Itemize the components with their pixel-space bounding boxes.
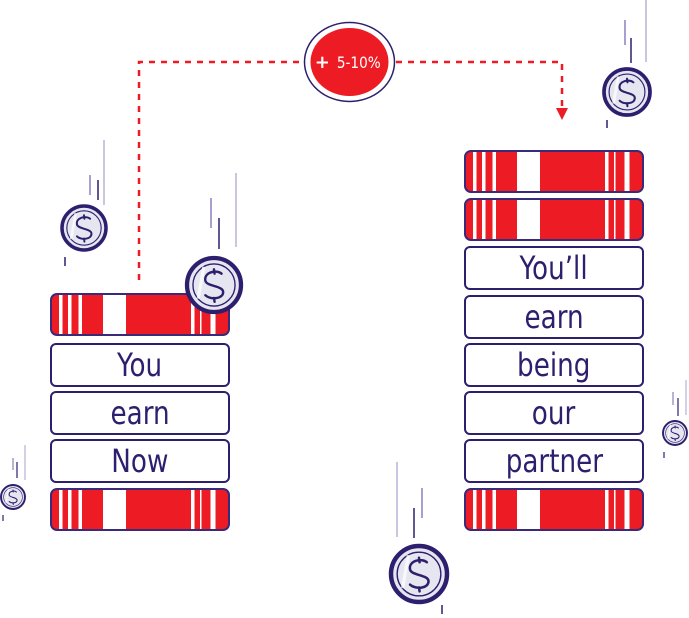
block-label: Now (111, 442, 169, 480)
stripe-block (464, 198, 644, 241)
stripe-block (50, 488, 230, 531)
block-label: You’ll (519, 249, 589, 287)
dollar-coin-icon (604, 69, 650, 115)
dashed-connector-line (137, 60, 306, 280)
dollar-coin-icon (391, 546, 447, 602)
arrow-down-icon (556, 108, 568, 120)
dashed-connector-line-right (396, 60, 564, 110)
block-label: earn (110, 394, 170, 432)
text-block: earn (464, 295, 644, 339)
dollar-coin-icon (1, 485, 25, 509)
text-block: Now (50, 439, 230, 483)
motion-lines (64, 140, 105, 266)
block-label: earn (524, 298, 584, 336)
text-block: You’ll (464, 246, 644, 290)
text-block: our (464, 391, 644, 435)
badge-circle (303, 21, 396, 103)
stripe-block (464, 488, 644, 531)
stripe-block (464, 150, 644, 193)
block-label: our (532, 394, 576, 432)
dollar-coin-icon (62, 206, 106, 250)
motion-lines (2, 445, 26, 521)
text-block: being (464, 343, 644, 387)
badge-value: 5-10% (336, 52, 381, 72)
badge-label: + 5-10% (303, 21, 396, 103)
motion-lines (396, 462, 443, 614)
block-label: being (517, 346, 591, 384)
motion-lines (663, 380, 687, 458)
plus-icon: + (314, 51, 330, 73)
motion-lines (606, 0, 647, 128)
text-block: You (50, 343, 230, 387)
text-block: partner (464, 439, 644, 483)
dollar-coin-icon (663, 421, 687, 445)
text-block: earn (50, 391, 230, 435)
block-label: You (117, 346, 163, 384)
percentage-badge: + 5-10% (303, 21, 396, 103)
block-label: partner (505, 442, 603, 480)
motion-lines (210, 173, 237, 249)
dollar-coin-icon (187, 258, 241, 312)
